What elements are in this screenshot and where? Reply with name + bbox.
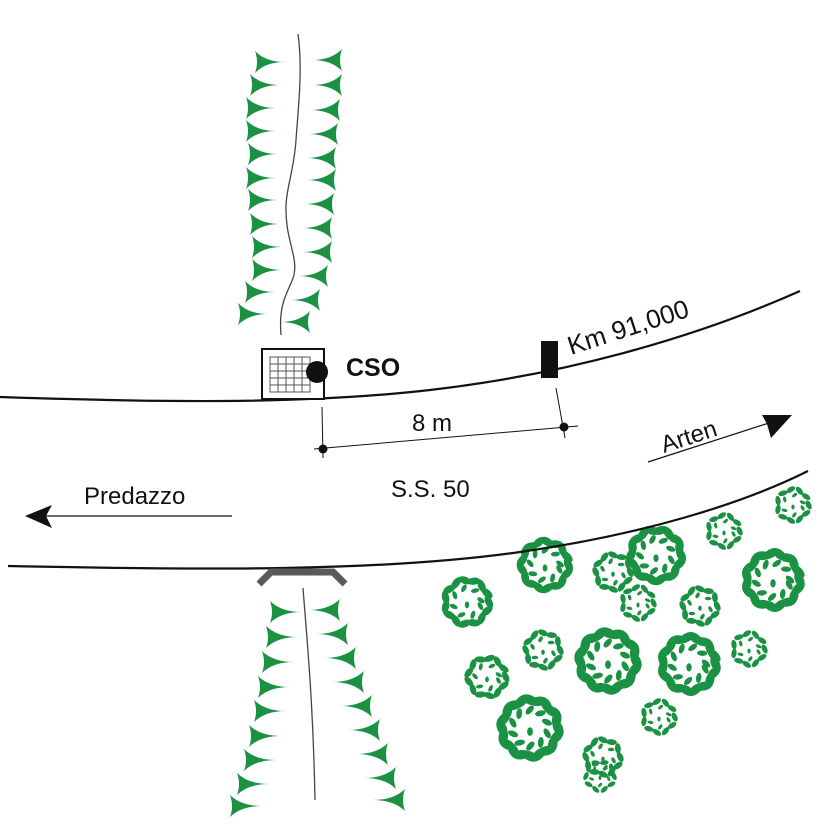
riparian-shrub-icon [248, 189, 278, 211]
tree-icon [583, 760, 617, 793]
stream-south [302, 587, 316, 801]
direction-east-label: Arten [658, 415, 721, 458]
tree-icon [620, 584, 657, 622]
stream-north [279, 33, 301, 336]
bridge [256, 568, 348, 587]
tree-icon [706, 512, 743, 550]
tree-icon [592, 551, 634, 593]
riparian-shrub-icon [252, 236, 282, 258]
riparian-shrub-icon [306, 147, 336, 169]
riparian-shrub-icon [348, 719, 380, 741]
riparian-shrub-icon [373, 789, 405, 811]
direction-east-arrow [647, 421, 773, 463]
dimension-start-point [318, 444, 328, 454]
riparian-shrub-icon [324, 647, 356, 669]
riparian-shrub-icon [252, 259, 282, 281]
riparian-shrub-icon [250, 213, 280, 235]
tree-icon [658, 632, 721, 696]
tree-icon [441, 576, 494, 628]
riparian-shrub-icon [238, 303, 268, 325]
road-label: S.S. 50 [391, 476, 470, 503]
riparian-shrub-icon [237, 773, 269, 795]
riparian-vegetation-south-left [230, 601, 302, 817]
riparian-shrub-icon [250, 74, 280, 96]
distance-label: 8 m [412, 410, 452, 437]
kilometre-marker-label: Km 91,000 [564, 293, 693, 360]
riparian-shrub-icon [246, 97, 276, 119]
riparian-shrub-icon [302, 217, 332, 239]
riparian-vegetation-north-right [280, 49, 342, 333]
riparian-vegetation-south-right [308, 599, 405, 811]
arrowhead-west-icon [25, 505, 52, 528]
riparian-shrub-icon [266, 626, 298, 648]
riparian-shrub-icon [255, 51, 285, 73]
riparian-shrub-icon [258, 676, 290, 698]
riparian-shrub-icon [254, 700, 286, 722]
riparian-shrub-icon [245, 281, 275, 303]
riparian-shrub-icon [246, 167, 276, 189]
riparian-shrub-icon [262, 651, 294, 673]
kilometre-marker-icon [541, 341, 558, 378]
road-south-edge [7, 470, 809, 570]
riparian-shrub-icon [356, 743, 388, 765]
riparian-shrub-icon [290, 289, 320, 311]
arrowhead-east-icon [762, 415, 792, 438]
tree-icon [641, 698, 678, 736]
riparian-shrub-icon [246, 120, 276, 142]
tree-icon [496, 694, 564, 762]
riparian-shrub-icon [302, 241, 332, 263]
tree-icon [775, 486, 812, 524]
tree-icon [679, 585, 721, 627]
tree-icon [516, 536, 574, 594]
riparian-shrub-icon [308, 599, 340, 621]
riparian-shrub-icon [312, 49, 342, 71]
tree-icon [625, 525, 687, 586]
riparian-shrub-icon [298, 265, 328, 287]
tree-icon [464, 654, 510, 700]
dimension-end-point [559, 422, 569, 432]
tree-icon [574, 627, 642, 695]
riparian-shrub-icon [340, 695, 372, 717]
riparian-shrub-icon [270, 601, 302, 623]
station-point-icon [306, 361, 328, 383]
riparian-shrub-icon [248, 143, 278, 165]
direction-west-label: Predazzo [84, 483, 185, 510]
riparian-shrub-icon [249, 725, 281, 747]
tree-cluster [441, 486, 812, 793]
riparian-shrub-icon [308, 123, 338, 145]
road-north-edge [0, 289, 801, 403]
station-cabinet-icon [261, 348, 325, 400]
riparian-shrub-icon [310, 99, 340, 121]
station-label: CSO [346, 354, 400, 382]
tree-icon [731, 630, 768, 668]
tree-icon [742, 548, 805, 612]
riparian-shrub-icon [306, 169, 336, 191]
riparian-shrub-icon [304, 193, 334, 215]
riparian-shrub-icon [280, 311, 310, 333]
riparian-shrub-icon [244, 749, 276, 771]
riparian-shrub-icon [312, 74, 342, 96]
riparian-shrub-icon [364, 767, 396, 789]
riparian-shrub-icon [316, 623, 348, 645]
riparian-vegetation-north-left [238, 51, 285, 325]
riparian-shrub-icon [230, 795, 262, 817]
tree-icon [522, 629, 564, 671]
riparian-shrub-icon [332, 671, 364, 693]
